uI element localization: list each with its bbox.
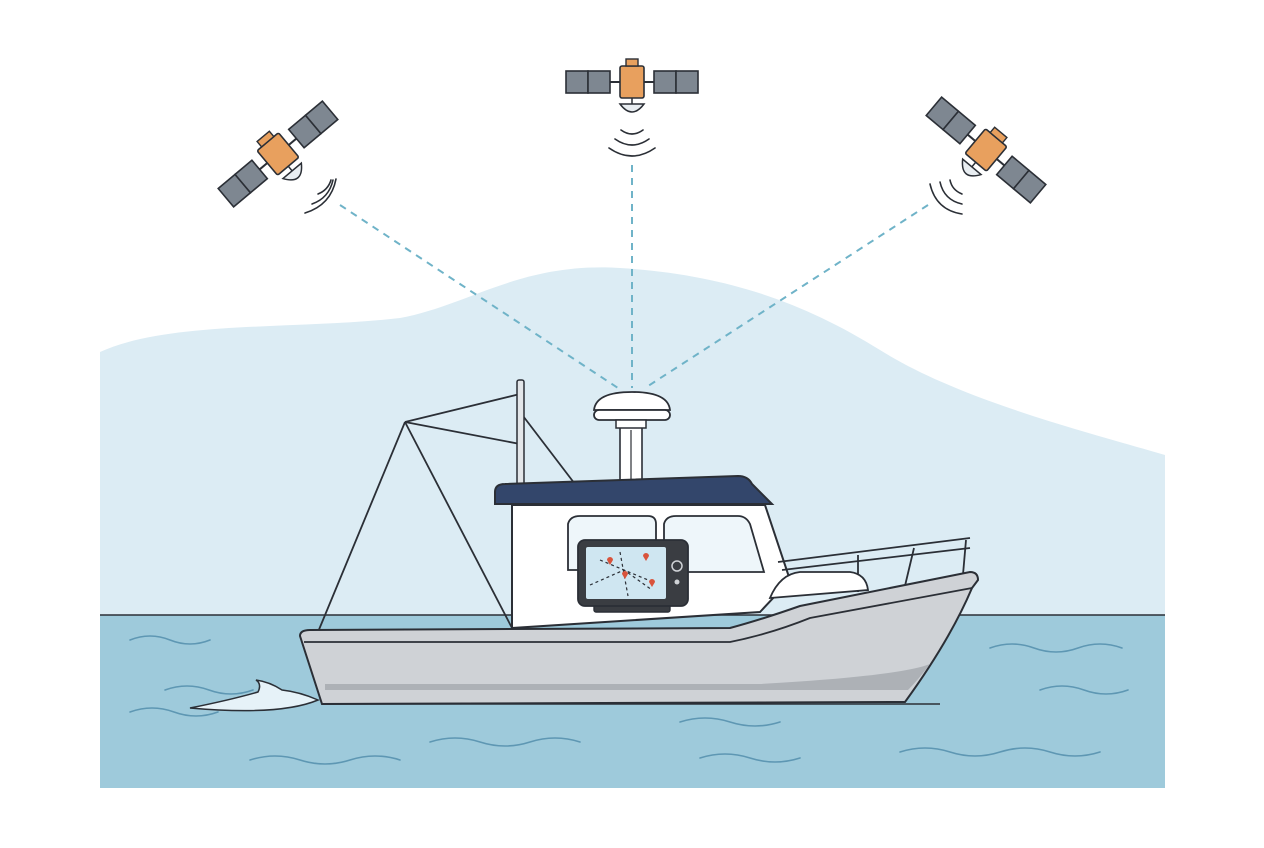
signal-line-right <box>644 204 929 389</box>
stern-railing <box>777 537 971 592</box>
wave <box>899 747 1101 757</box>
hull-shadow <box>325 664 930 690</box>
wave <box>699 753 801 763</box>
satellite-center <box>565 58 699 113</box>
aft-seat <box>768 571 870 600</box>
satellite-left <box>217 99 339 209</box>
wave <box>1039 685 1129 695</box>
wake-splash <box>189 679 320 712</box>
cabin-roof <box>494 474 775 505</box>
wave <box>129 635 211 645</box>
signal-wave-icon <box>929 179 963 215</box>
signal-wave-icon <box>304 178 337 214</box>
chart-plotter-icon <box>577 539 689 613</box>
signal-wave-icon <box>608 129 656 157</box>
satellite-icon <box>217 99 339 209</box>
wave <box>129 707 219 717</box>
rigging <box>317 393 579 633</box>
boat-icon <box>189 379 980 712</box>
satellite-icon <box>925 95 1047 205</box>
signal-line-left <box>339 204 619 389</box>
wave <box>249 755 401 765</box>
wave <box>429 737 581 747</box>
wave <box>679 717 781 727</box>
satellite-icon <box>565 58 699 113</box>
gps-antenna-dome-icon <box>592 391 672 429</box>
cabin-window-right <box>663 515 766 573</box>
waves <box>129 635 1129 765</box>
hull-stripe <box>304 587 973 643</box>
wave <box>164 685 254 695</box>
wave <box>989 643 1123 653</box>
satellite-right <box>925 95 1047 205</box>
hull <box>298 570 980 706</box>
